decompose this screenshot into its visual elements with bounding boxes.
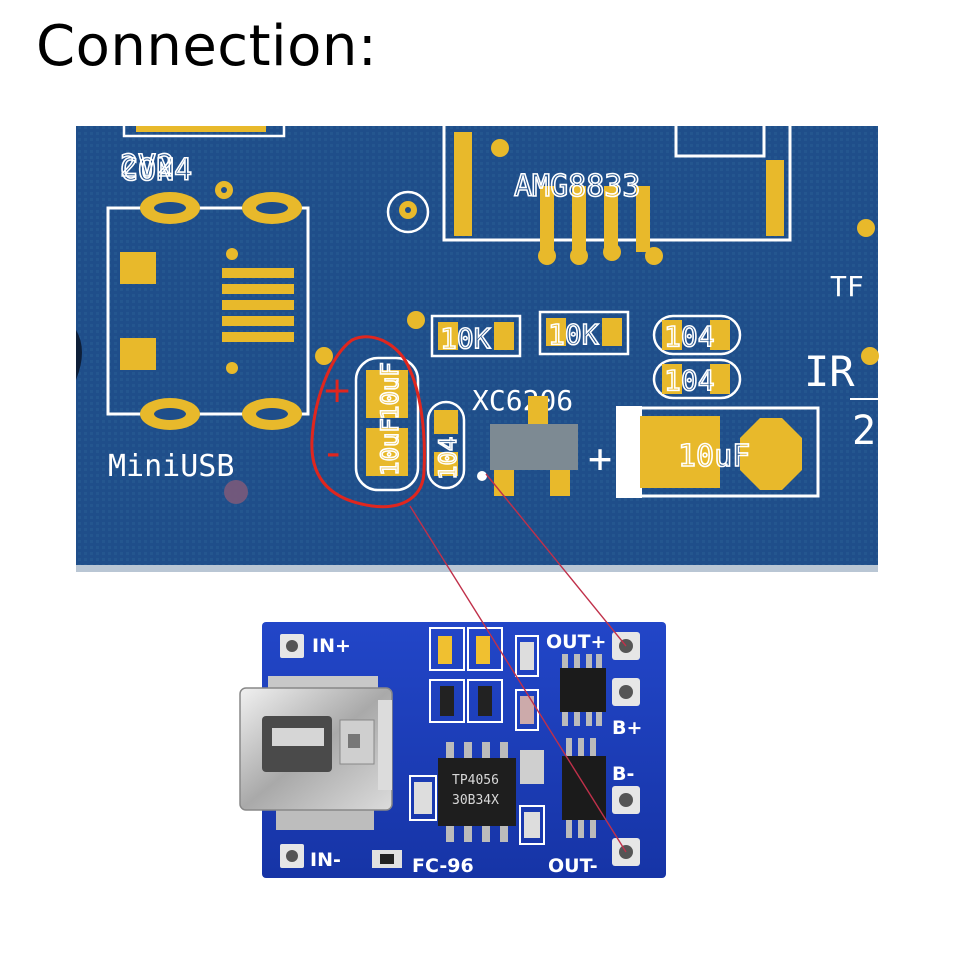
resistor-10k-2-label: 10K [548,318,599,351]
tp4056-chip: TP4056 30B34X [438,742,516,842]
capacitor-10uf-a-label: 10uF [376,362,404,420]
regulator-xc6206: XC6206 [472,384,578,496]
resistor-10k-2: 10K [538,310,630,356]
module-pads [280,632,640,868]
capacitor-104-1-label: 104 [664,320,715,353]
tp4056-label: TP4056 [452,773,499,788]
plus-marker: + [322,370,352,411]
out-plus-label: OUT+ [546,631,606,653]
con4-label: CON4 [120,153,192,188]
wire-out-minus [409,505,627,853]
con4-footprint: 2V2 CON4 [119,126,286,199]
capacitor-10uf-big: + 10uF [588,406,820,498]
pcb-board [76,126,878,572]
resistor-10k-1: 10K [430,314,522,358]
miniusb-footprint: MiniUSB [76,192,310,504]
out-minus-label: OUT- [548,855,598,877]
regulator-label: XC6206 [472,384,573,417]
capacitor-104-2: 104 [652,358,742,400]
highlight-marker: + - [310,335,426,509]
resistor-10k-1-label: 10K [440,322,491,355]
capacitor-104-3-label: 104 [434,437,462,480]
ir-label: IR [804,347,855,396]
charger-module: TP4056 30B34X IN+ IN- OUT+ OUT- B+ B- FC… [239,622,666,878]
pcb-layout: 2V2 CON4 MiniUSB [76,126,879,572]
in-plus-label: IN+ [312,635,351,657]
amg8833-label: AMG8833 [514,169,640,204]
capacitor-104-1: 104 [652,314,742,356]
capacitor-10uf-b-label: 10uF [376,418,404,476]
page-title: Connection: [36,14,378,79]
capacitor-104-3: 104 [426,400,466,490]
b-plus-label: B+ [612,717,642,739]
ir-sub-label: 2 [852,408,876,454]
minus-marker: - [326,430,340,476]
in-minus-label: IN- [310,849,341,871]
mini-usb-connector [239,676,393,830]
tf-label: TF [830,270,864,303]
capacitor-10uf-pair: 10uF 10uF [354,356,420,492]
model-label: FC-96 [412,855,474,877]
capacitor-104-2-label: 104 [664,364,715,397]
connection-lines [409,473,627,853]
b-minus-label: B- [612,763,634,785]
tp4056-code: 30B34X [452,793,499,808]
amg8833-footprint: AMG8833 [442,126,792,265]
con4-ghost-label: 2V2 [120,149,174,184]
capacitor-big-plus: + [588,436,612,482]
miniusb-label: MiniUSB [108,449,234,484]
capacitor-big-label: 10uF [678,439,750,474]
wire-out-plus [485,473,627,647]
module-smd-parts [372,627,545,868]
